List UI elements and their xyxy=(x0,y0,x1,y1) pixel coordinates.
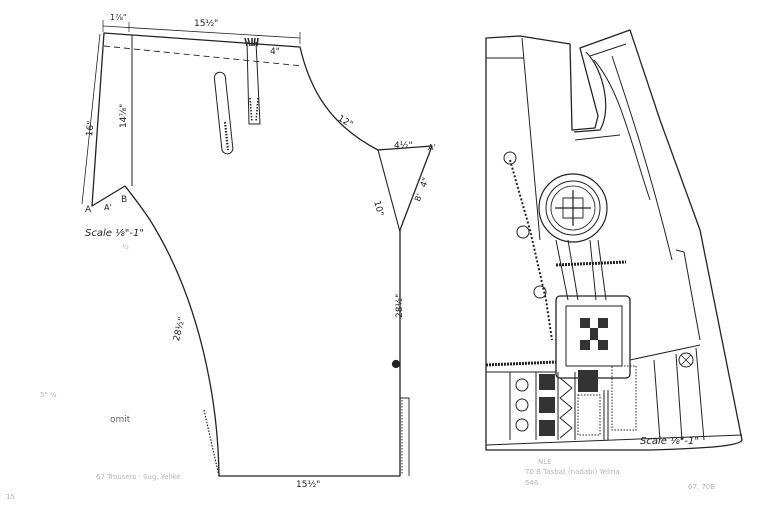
dim-hem: 15½" xyxy=(296,480,321,490)
dim-side-inner: 14⅞" xyxy=(119,103,129,128)
jacket-ref-number: 67, 70B xyxy=(688,483,716,491)
dim-top-waist: 15½" xyxy=(194,19,219,29)
dim-inseam-right: 28½" xyxy=(395,293,405,318)
trousers-caption: 67 Trousers · Sug. Yelike xyxy=(96,473,181,481)
dim-dart-offset: 4" xyxy=(270,47,280,57)
corner-note: 15 xyxy=(6,493,15,501)
trousers-margin-note: 5" ¼ xyxy=(40,391,57,399)
dim-crotch-top: 4½" xyxy=(394,141,413,151)
trousers-omit-note: omit xyxy=(110,415,131,425)
jacket-caption-line2: 70 B Tasbat (nadabi) Yelina xyxy=(525,468,620,476)
trousers-scale: Scale ⅛"-1" xyxy=(85,228,144,239)
trousers-scale-note: ½ xyxy=(122,243,129,251)
jacket-caption-line3: 546 xyxy=(525,479,539,487)
dim-side-outer: 16" xyxy=(85,120,97,137)
point-b-left: B xyxy=(121,195,128,205)
point-a-left: A xyxy=(85,205,92,215)
jacket-scale: Scale ⅛"-1" xyxy=(640,436,699,447)
jacket-caption-line1: NLE xyxy=(538,458,552,466)
dim-top-waist-left: 1⅞" xyxy=(110,13,127,22)
point-a-prime-right: A' xyxy=(428,143,436,152)
point-a-prime-left: A' xyxy=(104,203,112,212)
